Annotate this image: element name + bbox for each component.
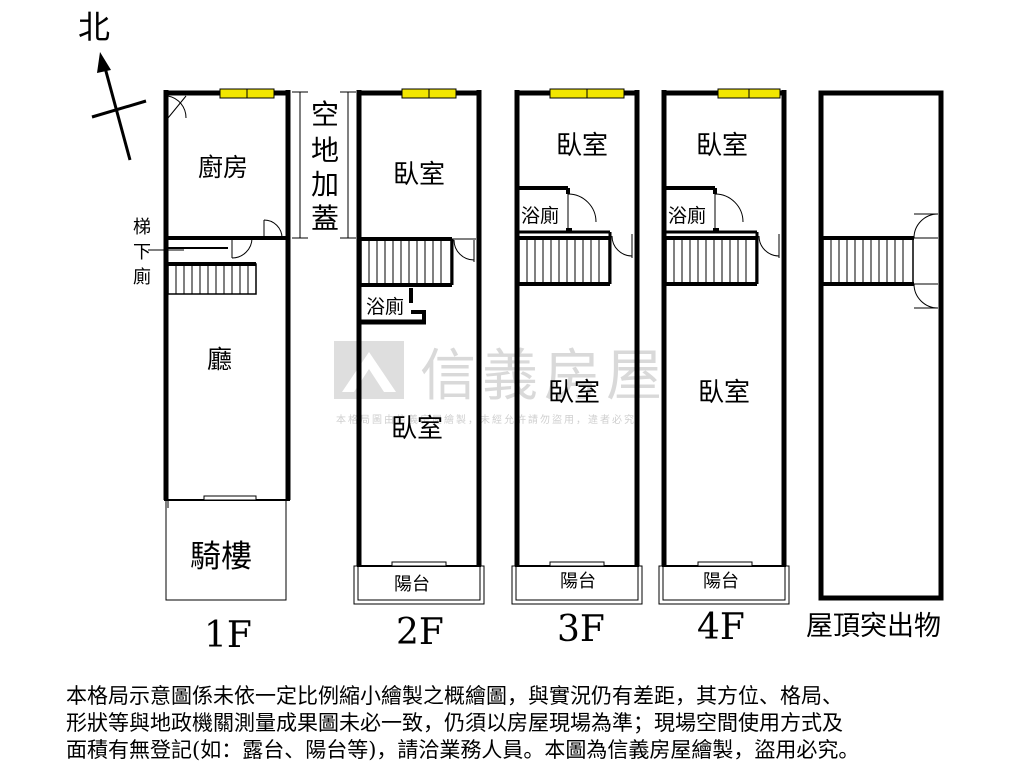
north-compass: 北 (78, 8, 147, 161)
stair-toilet-label-2: 下 (133, 242, 151, 263)
disclaimer-line-3: 面積有無登記(如：露台、陽台等)，請洽業務人員。本圖為信義房屋繪製，盜用必究。 (66, 738, 860, 762)
room-bedroom-front-3f: 臥室 (556, 131, 608, 161)
floor-label-1f: 1F (204, 615, 252, 656)
brand-logo-mark (334, 341, 404, 399)
room-bedroom-front-4f: 臥室 (696, 131, 748, 161)
stair-toilet-label-1: 梯 (133, 217, 151, 238)
stairs-3f (518, 237, 610, 285)
floor-label-roof: 屋頂突出物 (806, 611, 941, 642)
floor-label-2f: 2F (396, 612, 444, 653)
watermark-notice: 本格局圖由信義房屋繪製，未經允許請勿盜用，違者必究 (336, 413, 636, 426)
room-bedroom-front-2f: 臥室 (393, 160, 445, 190)
stairs-4f (665, 237, 757, 285)
room-bath-2f: 浴廁 (366, 295, 404, 318)
north-arrow-icon (97, 52, 111, 73)
stair-toilet-label-3: 廁 (133, 266, 151, 288)
room-arcade-1f: 騎樓 (190, 539, 252, 575)
disclaimer-text: 本格局示意圖係未依一定比例縮小繪製之概繪圖，與實況仍有差距，其方位、格局、 形狀… (66, 683, 966, 764)
stairs-1f (167, 263, 257, 295)
stairs-roof (822, 237, 914, 285)
extension-note-2f: 空 地 加 蓋 (292, 91, 356, 239)
floor-label-3f: 3F (557, 609, 605, 650)
arcade-1f (165, 499, 287, 601)
floor-2f: 臥室 浴廁 臥室 陽台 2F (353, 88, 485, 653)
floor-1f: 廚房 梯 下 廁 廳 騎樓 1F (133, 88, 291, 656)
north-label: 北 (78, 8, 110, 46)
stairs-2f (360, 238, 452, 286)
room-bath-4f: 浴廁 (668, 204, 706, 227)
room-balcony-3f: 陽台 (560, 571, 596, 592)
disclaimer-line-2: 形狀等與地政機關測量成果圖未必一致，仍須以房屋現場為準；現場空間使用方式及 (66, 711, 843, 735)
watermark: 信義房屋 本格局圖由信義房屋繪製，未經允許請勿盜用，違者必究 (334, 341, 668, 426)
room-balcony-4f: 陽台 (703, 571, 739, 592)
floor-label-4f: 4F (697, 607, 745, 648)
extension-char-2: 地 (311, 134, 339, 167)
extension-char-3: 加 (311, 168, 339, 201)
room-living-1f: 廳 (207, 345, 232, 374)
extension-char-1: 空 (311, 98, 339, 131)
floor-3f: 臥室 浴廁 臥室 陽台 3F (511, 88, 643, 650)
floor-4f: 臥室 浴廁 臥室 陽台 4F (658, 88, 790, 648)
room-bedroom-back-4f: 臥室 (698, 378, 750, 408)
room-bath-3f: 浴廁 (521, 204, 559, 227)
room-kitchen-1f: 廚房 (198, 153, 248, 182)
room-bedroom-back-3f: 臥室 (548, 378, 600, 408)
disclaimer-line-1: 本格局示意圖係未依一定比例縮小繪製之概繪圖，與實況仍有差距，其方位、格局、 (66, 684, 843, 708)
watermark-brand: 信義房屋 (420, 344, 668, 409)
room-balcony-2f: 陽台 (394, 574, 430, 595)
room-bedroom-back-2f: 臥室 (391, 414, 443, 444)
floor-roof: 屋頂突出物 (806, 90, 944, 642)
extension-char-4: 蓋 (311, 202, 339, 235)
